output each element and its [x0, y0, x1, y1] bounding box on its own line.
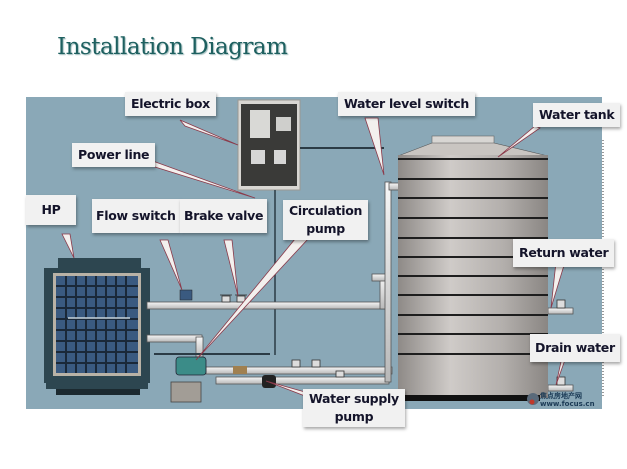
- label-brake-valve: Brake valve: [180, 199, 268, 233]
- circulation-pump-device: [170, 356, 207, 403]
- pipes: [146, 181, 574, 392]
- page-title: Installation Diagram: [57, 34, 288, 60]
- heat-pump-unit: [44, 258, 150, 395]
- label-hp: HP: [26, 195, 76, 225]
- filter-device: [233, 366, 247, 374]
- watermark-line2: www.focus.cn: [540, 400, 595, 408]
- label-water-supply-pump-line1: Water supply: [309, 391, 399, 406]
- label-electric-box: Electric box: [125, 92, 216, 116]
- label-return-water: Return water: [513, 239, 615, 267]
- label-power-line: Power line: [72, 143, 156, 167]
- watermark: 焦点房地产网 www.focus.cn: [540, 392, 595, 408]
- brake-valves: [220, 294, 566, 386]
- watermark-line1: 焦点房地产网: [540, 392, 582, 400]
- electric-box: [237, 99, 301, 191]
- label-circulation-pump-line2: pump: [306, 221, 345, 236]
- label-circulation-pump-line1: Circulation: [289, 203, 363, 218]
- label-circulation-pump: Circulation pump: [283, 200, 369, 240]
- water-tank-device: [397, 135, 549, 401]
- label-water-supply-pump: Water supply pump: [303, 389, 405, 427]
- label-water-supply-pump-line2: pump: [334, 409, 374, 424]
- label-drain-water: Drain water: [530, 334, 620, 362]
- label-water-tank: Water tank: [533, 103, 621, 127]
- label-flow-switch: Flow switch: [92, 199, 180, 233]
- leader-lines: [61, 117, 567, 397]
- flow-switch-device: [179, 289, 193, 301]
- label-water-level-switch: Water level switch: [338, 92, 475, 116]
